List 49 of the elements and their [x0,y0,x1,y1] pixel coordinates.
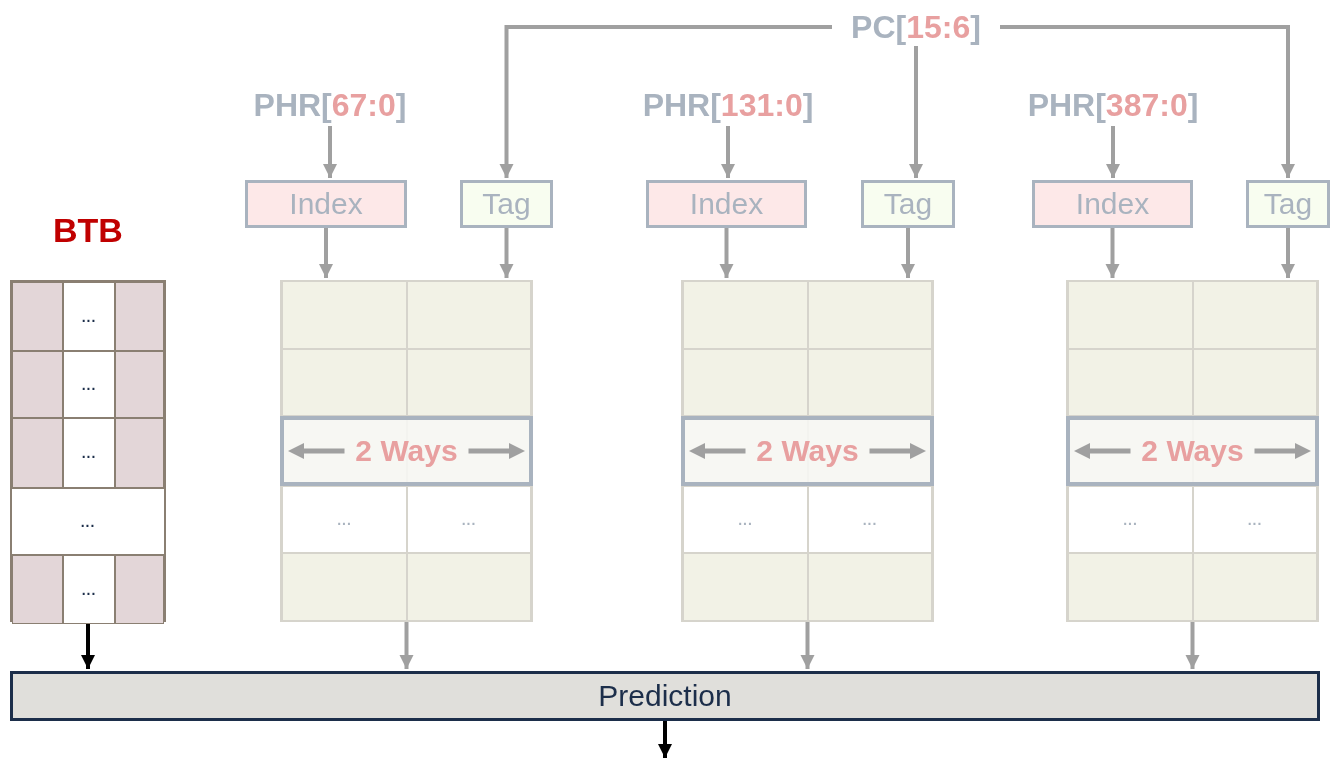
ways-label: 2 Ways [354,433,459,469]
ways-label: 2 Ways [755,433,860,469]
way-band [681,416,934,486]
ellipsis-text: ... [80,513,96,530]
ways-label: 2 Ways [1140,433,1245,469]
ellipsis-text: ... [81,581,97,598]
register-label: PHR[387:0] [999,86,1227,126]
register-label: PHR[131:0] [614,86,842,126]
index-box: Index [646,180,807,228]
arrow [323,126,337,178]
ellipsis-text: ... [1247,511,1263,528]
register-label: PC[15:6] [832,8,1000,46]
arrow [1185,622,1200,669]
ellipsis-text: ... [1123,511,1138,528]
arrow [658,721,672,758]
ellipsis-text: ... [862,511,878,528]
index-box: Index [1032,180,1193,228]
register-label: PHR[67:0] [226,86,434,126]
tag-box: Tag [460,180,553,228]
predictor-table [280,280,533,622]
arrow [499,25,832,178]
ellipsis-text: ... [738,511,753,528]
ellipsis-text: ... [81,376,97,393]
arrow [1106,126,1120,178]
arrow [901,228,915,278]
way-band [1066,416,1319,486]
predictor-table [681,280,934,622]
way-band [280,416,533,486]
arrow [499,228,514,278]
arrow [800,622,815,669]
arrow [319,228,333,278]
tag-box: Tag [861,180,955,228]
arrow [1000,25,1295,178]
arrow [399,622,414,669]
prediction-bar: Prediction [10,671,1320,721]
ellipsis-text: ... [81,308,97,325]
ellipsis-text: ... [337,511,352,528]
arrow [721,126,735,178]
predictor-table [1066,280,1319,622]
ellipsis-text: ... [461,511,477,528]
arrow [1281,228,1295,278]
index-box: Index [245,180,407,228]
arrow [81,622,95,669]
arrow [1105,228,1120,278]
tag-box: Tag [1246,180,1330,228]
ellipsis-text: ... [81,445,97,461]
arrow [719,228,734,278]
table-heading: BTB [52,210,124,251]
arrow [909,46,923,178]
